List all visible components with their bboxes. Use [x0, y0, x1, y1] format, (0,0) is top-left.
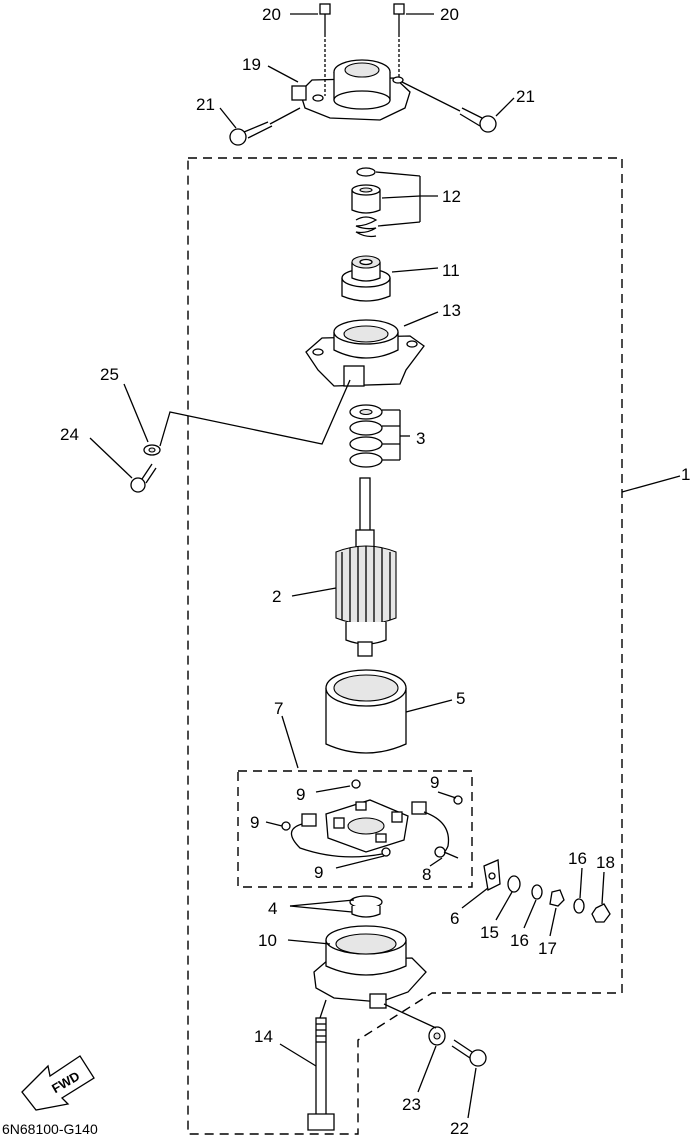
nut-17: [549, 889, 565, 907]
armature-2: [335, 477, 397, 657]
label-part-11: 11: [442, 261, 460, 280]
label-part-6: 6: [450, 909, 459, 928]
label-part-9-left: 9: [250, 813, 259, 832]
through-bolt-14: [307, 1017, 335, 1131]
label-part-9-right: 9: [430, 773, 439, 792]
nut-18: [591, 903, 611, 923]
bolt-21-left: [229, 107, 301, 146]
label-part-20-left: 20: [262, 5, 281, 24]
label-part-20-right: 20: [440, 5, 459, 24]
stopper-collar-spring-12: [351, 167, 381, 238]
label-part-16-upper: 16: [568, 849, 587, 868]
yoke-5: [325, 669, 407, 754]
assembly-boundary-1: [187, 157, 623, 1135]
washer-25: [143, 444, 161, 456]
label-part-7: 7: [274, 699, 283, 718]
label-part-23: 23: [402, 1095, 421, 1114]
bolt-24: [130, 463, 157, 493]
pinion-11: [341, 255, 391, 302]
label-part-15: 15: [480, 923, 499, 942]
label-part-19: 19: [242, 55, 261, 74]
label-part-9-bottom: 9: [314, 863, 323, 882]
washer-23: [428, 1026, 446, 1046]
bolt-22: [451, 1039, 487, 1067]
upper-housing-13: [305, 319, 425, 387]
assembly-boundary-7: [237, 770, 473, 888]
washer-16-a: [531, 884, 543, 900]
label-part-17: 17: [538, 939, 557, 958]
label-part-24: 24: [60, 425, 79, 444]
label-part-9-top: 9: [296, 785, 305, 804]
thrust-washer-4: [349, 895, 383, 918]
label-part-22: 22: [450, 1119, 469, 1137]
bolt-20-left: [319, 3, 331, 96]
label-part-4: 4: [268, 899, 277, 918]
label-part-5: 5: [456, 689, 465, 708]
label-part-3: 3: [416, 429, 425, 448]
label-part-10: 10: [258, 931, 277, 950]
washers-3: [349, 404, 383, 468]
bolt-20-right: [393, 3, 405, 78]
label-part-12: 12: [442, 187, 461, 206]
washer-15: [507, 875, 521, 893]
label-part-21-left: 21: [196, 95, 215, 114]
bolt-21-right: [401, 81, 497, 133]
label-part-14: 14: [254, 1027, 273, 1046]
diagram-code: 6N68100-G140: [2, 1121, 98, 1137]
label-part-2: 2: [272, 587, 281, 606]
lower-housing-10: [313, 925, 427, 1009]
label-part-25: 25: [100, 365, 119, 384]
fwd-arrow-icon: FWD: [21, 1055, 95, 1111]
leader-bolt-24-to-housing: [159, 379, 351, 447]
washer-16-b: [573, 898, 585, 914]
label-part-16-lower: 16: [510, 931, 529, 950]
label-part-8: 8: [422, 865, 431, 884]
label-part-13: 13: [442, 301, 461, 320]
label-part-18: 18: [596, 853, 615, 872]
brush-holder-7: [281, 779, 463, 859]
upper-bracket-19: [291, 59, 411, 121]
label-part-21-right: 21: [516, 87, 535, 106]
label-part-1: 1: [681, 465, 690, 484]
terminal-plate-6: [483, 859, 501, 891]
